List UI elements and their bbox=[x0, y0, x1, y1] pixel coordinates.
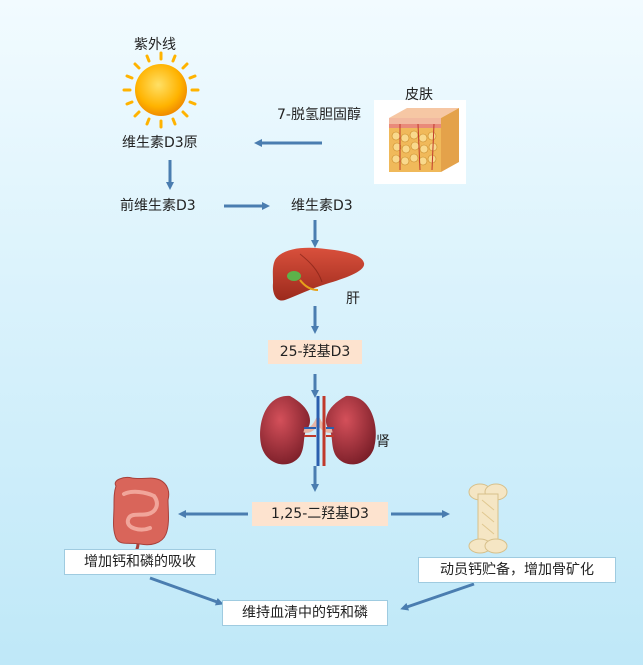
dihydroxy-box: 1,25-二羟基D3 bbox=[252, 502, 388, 526]
dehydrocholesterol-label: 7-脱氢胆固醇 bbox=[277, 107, 361, 123]
bone-icon bbox=[468, 483, 508, 554]
mobilize-box: 动员钙贮备，增加骨矿化 bbox=[418, 557, 616, 583]
sun-icon bbox=[122, 51, 200, 129]
previtamin-label: 前维生素D3 bbox=[120, 198, 196, 214]
liver-label: 肝 bbox=[346, 291, 360, 307]
arrow-mobilize-to-maintain bbox=[400, 582, 475, 611]
provitamin-label: 维生素D3原 bbox=[122, 135, 198, 151]
intestine-icon bbox=[113, 477, 170, 557]
vitamin-d3-label: 维生素D3 bbox=[291, 198, 353, 214]
arrow-absorb-to-maintain bbox=[149, 576, 224, 606]
kidney-label: 肾 bbox=[376, 434, 390, 450]
maintain-box: 维持血清中的钙和磷 bbox=[222, 600, 388, 626]
kidney-icon bbox=[260, 395, 376, 466]
absorb-box: 增加钙和磷的吸收 bbox=[64, 549, 216, 575]
skin-label: 皮肤 bbox=[405, 87, 433, 103]
skin-icon bbox=[374, 100, 466, 184]
liver-icon bbox=[272, 247, 365, 301]
uv-label: 紫外线 bbox=[134, 37, 176, 53]
hydroxy-box: 25-羟基D3 bbox=[268, 340, 362, 364]
